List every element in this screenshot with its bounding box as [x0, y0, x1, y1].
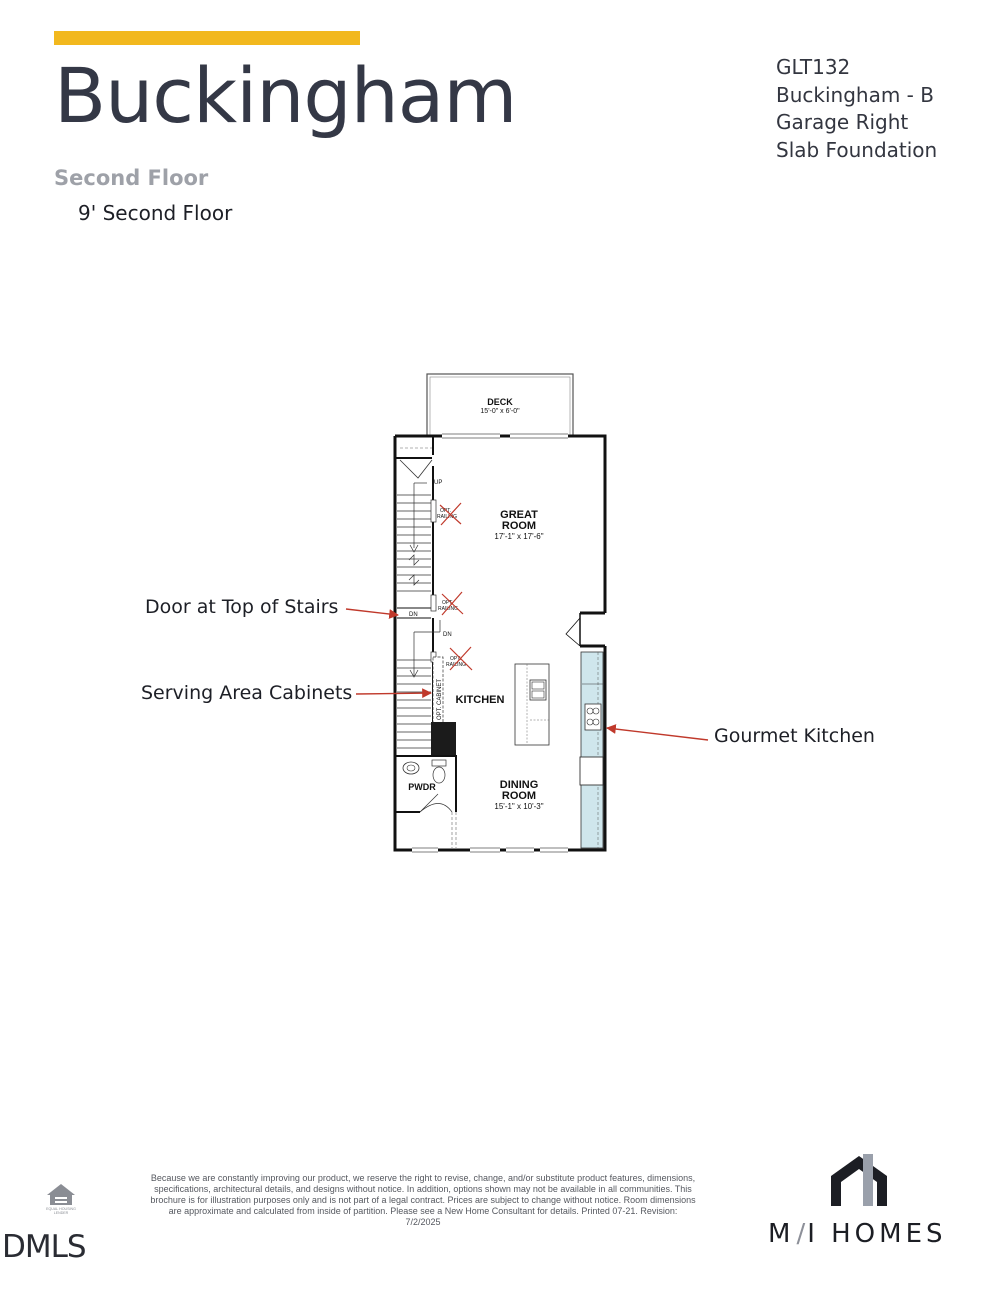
svg-text:RAILING: RAILING — [437, 514, 457, 520]
dining-room-dimensions: 15'-1" x 10'-3" — [494, 802, 543, 811]
svg-text:LENDER: LENDER — [54, 1211, 69, 1215]
stair-down-label-1: DN — [409, 612, 418, 618]
great-room-label-2: ROOM — [502, 520, 536, 532]
plan-code: GLT132 — [776, 55, 851, 79]
dmls-watermark: DMLS — [2, 1229, 87, 1265]
sink-icon — [402, 761, 420, 775]
svg-text:OPT.: OPT. — [440, 508, 451, 514]
kitchen-counter — [579, 651, 604, 849]
stair-up-label: UP — [434, 480, 442, 486]
svg-text:OPT.: OPT. — [442, 600, 453, 606]
optional-railing-2: OPT. RAILING — [430, 591, 464, 616]
optional-railing-1: OPT. RAILING — [430, 499, 462, 526]
floor-height-note: 9' Second Floor — [78, 201, 233, 225]
plan-elevation: Buckingham - B — [776, 82, 934, 107]
side-entry — [565, 611, 605, 648]
page-title: Buckingham — [54, 51, 517, 140]
deck-label: DECK — [487, 397, 513, 407]
arrow-serving-area — [355, 688, 432, 699]
brand-homes: I HOMES — [807, 1219, 947, 1249]
equal-housing-lender-icon: EQUAL HOUSING LENDER — [46, 1184, 76, 1215]
arrow-door-top-stairs — [345, 608, 399, 619]
mi-homes-logo-icon — [831, 1154, 887, 1206]
brand-m: M — [768, 1219, 795, 1249]
mi-homes-wordmark: M/I HOMES — [768, 1219, 947, 1249]
cooktop-icon — [584, 703, 602, 731]
lower-stairs — [397, 620, 441, 749]
deck-dimensions: 15'-0" x 6'-0" — [480, 408, 520, 415]
island-sink-icon — [529, 679, 547, 701]
optional-cabinet: OPT. CABINET — [432, 656, 444, 724]
powder-room: PWDR — [395, 755, 457, 848]
accent-bar — [54, 31, 360, 45]
kitchen-island — [514, 663, 550, 746]
stair-pantry-block — [431, 722, 456, 756]
garage-orientation: Garage Right — [776, 110, 909, 134]
deck: DECK 15'-0" x 6'-0" — [426, 373, 574, 437]
svg-text:EQUAL HOUSING: EQUAL HOUSING — [46, 1207, 76, 1211]
closet-door — [399, 459, 433, 479]
arrow-gourmet-kitchen — [606, 724, 709, 741]
stair-door — [397, 607, 431, 619]
svg-text:OPT.: OPT. — [450, 656, 461, 662]
stair-down-label-2: DN — [443, 632, 452, 638]
great-room-dimensions: 17'-1" x 17'-6" — [494, 532, 543, 541]
dining-room-label-1: DINING — [500, 779, 539, 791]
svg-text:RAILING: RAILING — [446, 662, 466, 668]
upper-stairs — [397, 482, 431, 592]
foundation-type: Slab Foundation — [776, 137, 938, 162]
powder-label: PWDR — [408, 782, 436, 792]
kitchen-label: KITCHEN — [456, 694, 505, 706]
plan-info-block: GLT132 Buckingham - B Garage Right Slab … — [776, 54, 937, 164]
great-room-label-1: GREAT — [500, 509, 538, 521]
callout-arrows — [345, 608, 709, 741]
dining-room-label-2: ROOM — [502, 790, 536, 802]
callout-gourmet-kitchen: Gourmet Kitchen — [714, 725, 875, 747]
toilet-icon — [431, 759, 447, 767]
floor-subtitle: Second Floor — [54, 166, 209, 190]
brand-slash: / — [796, 1219, 806, 1249]
refrigerator-icon — [579, 756, 604, 786]
svg-text:RAILING: RAILING — [438, 606, 458, 612]
svg-text:OPT. CABINET: OPT. CABINET — [437, 679, 443, 720]
legal-disclaimer: Because we are constantly improving our … — [150, 1173, 696, 1227]
callout-serving-area: Serving Area Cabinets — [141, 682, 353, 704]
floor-plan: DECK 15'-0" x 6'-0" — [345, 373, 709, 853]
callout-door-top-stairs: Door at Top of Stairs — [145, 596, 339, 618]
